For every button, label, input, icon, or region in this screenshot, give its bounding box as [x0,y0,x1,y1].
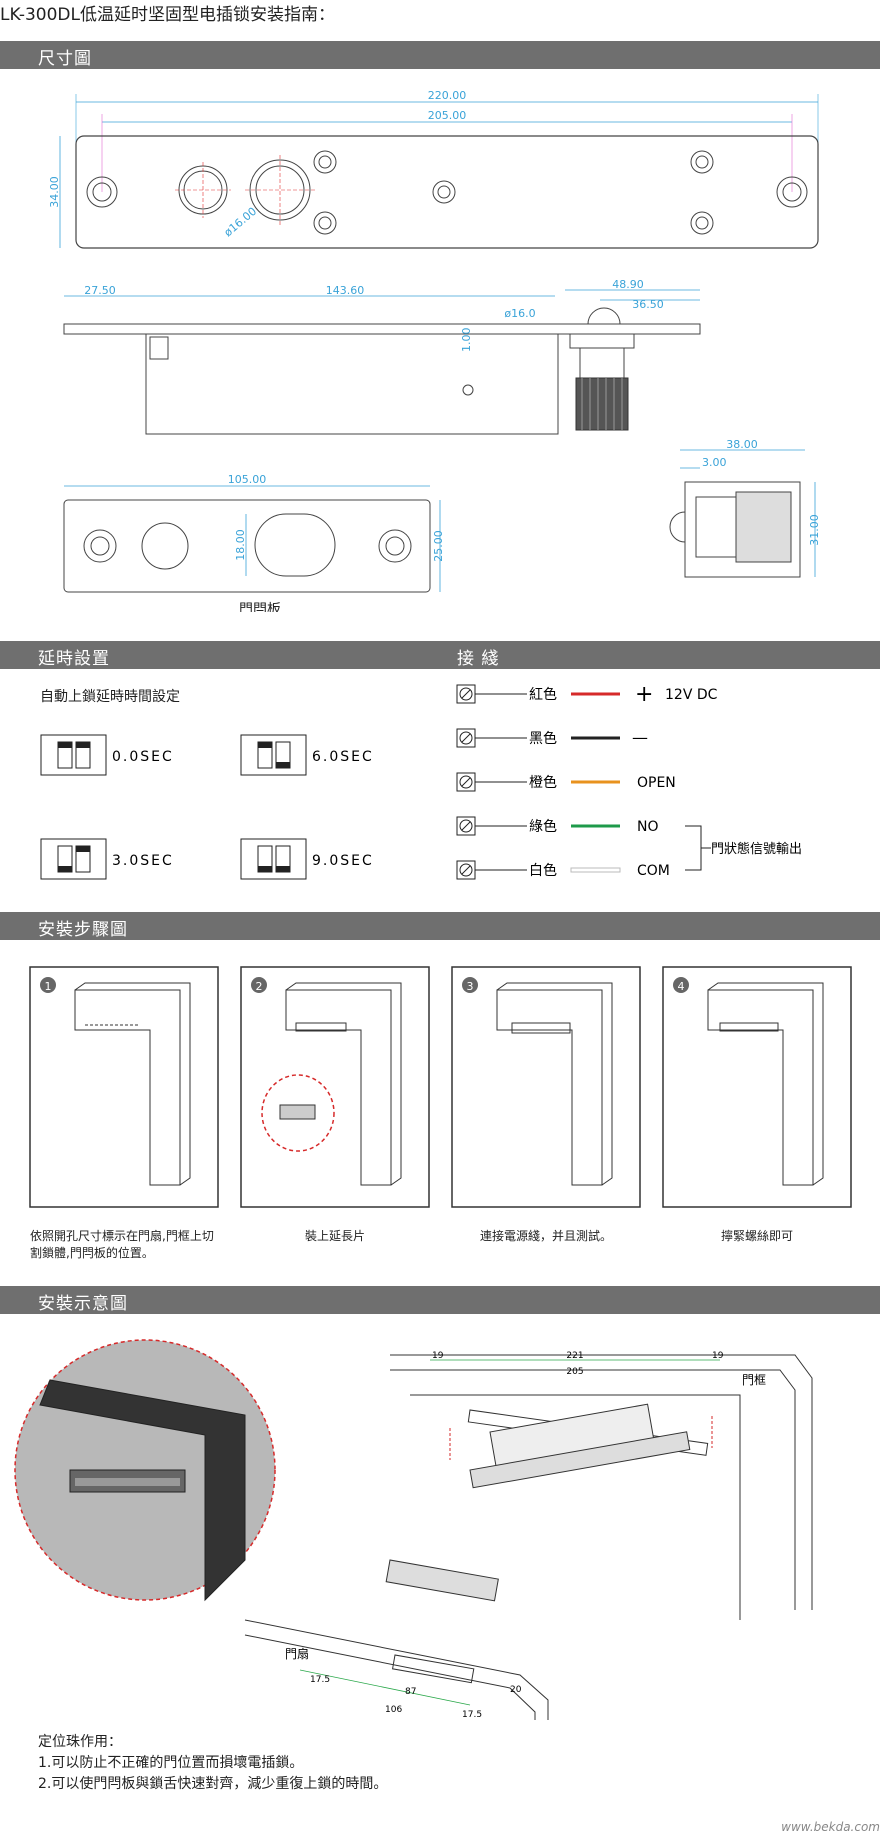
delay-header: 延時設置 [38,649,110,669]
document-title: LK-300DL低温延时坚固型电插锁安装指南： [0,5,335,25]
svg-text:4: 4 [678,980,685,993]
dim-thickness: 1.00 [460,328,473,353]
installation-diagram: 19 221 205 19 門框 門扇 17.5 87 106 17.5 20 [14,1339,813,1720]
dim-right-b: 36.50 [632,298,664,311]
step-1-caption: 依照開孔尺寸標示在門扇,門框上切割鎖體,門閂板的位置。 [30,1229,214,1260]
svg-text:17.5: 17.5 [310,1675,330,1685]
svg-text:COM: COM [637,863,670,879]
detail-magnifier [14,1339,276,1602]
dim-end-height: 31.00 [808,514,821,546]
svg-text:20: 20 [510,1685,522,1695]
svg-text:17.5: 17.5 [462,1710,482,1720]
strike-plate-drawing: 105.00 18.00 25.00 門閂板 [63,473,445,612]
dim-end-width: 38.00 [726,438,758,451]
side-view-drawing: 27.50 143.60 48.90 36.50 ø16.0 1.00 [63,278,701,435]
dim-right-a: 48.90 [612,278,644,291]
strike-plate-label: 門閂板 [239,602,281,612]
top-view-drawing: 220.00 205.00 34.00 ø16.00 [48,89,819,249]
svg-text:0.0SEC: 0.0SEC [112,749,174,765]
dim-left-offset: 27.50 [84,284,116,297]
wire-green: 綠色 NO [456,816,659,836]
svg-text:NO: NO [637,819,659,835]
wiring-header: 接 綫 [457,649,500,669]
step-2-caption: 裝上延長片 [304,1229,365,1243]
installation-steps: 1 2 3 4 [29,966,852,1208]
wire-black: 黑色 — [456,728,648,748]
dimension-drawings: 220.00 205.00 34.00 ø16.00 27.50 143.60 … [48,89,821,612]
dim-slot-height: 18.00 [234,529,247,561]
dip-option-0: 0.0SEC [40,734,300,780]
dim-hole-spacing: 205.00 [428,109,467,122]
section-header-steps: 安裝步驟圖 [0,912,880,940]
svg-text:1: 1 [45,980,52,993]
section-header-delay-wiring: 延時設置 接 綫 [0,641,880,669]
delay-subtitle: 自動上鎖延時時間設定 [40,689,180,705]
wiring-diagram: 紅色 + 12V DC 黑色 — 橙色 OPEN 綠色 NO 白色 COM 門狀… [456,684,802,880]
dim-plate-height: 25.00 [432,530,445,562]
wire-white: 白色 COM [456,860,670,880]
svg-text:OPEN: OPEN [637,775,676,791]
step-4-caption: 擰緊螺絲即可 [720,1229,793,1243]
dim-hole-diameter: ø16.00 [222,205,260,240]
notes-line-2: 2.可以使門閂板與鎖舌快速對齊，減少重復上鎖的時間。 [38,1776,388,1792]
step-2-panel: 2 [240,966,430,1208]
notes-line-1: 1.可以防止不正確的門位置而損壞電插鎖。 [38,1755,304,1771]
svg-text:+: + [635,684,653,707]
svg-text:19: 19 [432,1351,444,1361]
wire-orange: 橙色 OPEN [456,772,676,792]
dim-plate-length: 105.00 [228,473,267,486]
svg-text:—: — [632,728,648,747]
svg-text:205: 205 [566,1367,583,1377]
svg-text:白色: 白色 [529,862,557,879]
svg-text:3.0SEC: 3.0SEC [112,853,174,869]
notes-block: 定位珠作用： 1.可以防止不正確的門位置而損壞電插鎖。 2.可以使門閂板與鎖舌快… [38,1732,387,1795]
svg-text:9.0SEC: 9.0SEC [312,853,374,869]
svg-text:19: 19 [712,1351,724,1361]
svg-text:2: 2 [256,980,263,993]
svg-text:橙色: 橙色 [529,774,557,791]
dim-overall-length: 220.00 [428,89,467,102]
dip-option-1: 6.0SEC [240,734,500,780]
frame-illustration: 19 221 205 19 門框 [390,1351,813,1620]
dip-option-3: 9.0SEC [240,838,500,884]
svg-text:綠色: 綠色 [529,818,557,835]
dim-height: 34.00 [48,176,61,208]
wire-red: 紅色 + 12V DC [456,684,718,707]
dim-bolt-diameter: ø16.0 [504,307,535,320]
svg-text:87: 87 [405,1687,416,1697]
dim-body-length: 143.60 [326,284,365,297]
svg-text:12V DC: 12V DC [665,687,718,703]
svg-text:3: 3 [467,980,474,993]
step-3-panel: 3 [451,966,641,1208]
section-header-diagram: 安裝示意圖 [0,1286,880,1314]
section-header-dimensions: 尺寸圖 [0,41,880,69]
svg-text:106: 106 [385,1705,402,1715]
svg-text:紅色: 紅色 [529,686,557,703]
dip-option-2: 3.0SEC [40,838,300,884]
frame-label: 門框 [742,1373,766,1387]
svg-text:221: 221 [566,1351,583,1361]
svg-text:6.0SEC: 6.0SEC [312,749,374,765]
svg-text:黑色: 黑色 [529,730,557,747]
leaf-illustration: 門扇 17.5 87 106 17.5 20 [244,1559,549,1720]
status-output-label: 門狀態信號輸出 [711,841,802,857]
step-3-caption: 連接電源綫，并且測試。 [479,1229,612,1243]
watermark: www.bekda.com [781,1820,880,1834]
step-1-panel: 1 [29,966,219,1208]
dim-end-offset: 3.00 [702,456,727,469]
leaf-label: 門扇 [285,1646,309,1661]
step-4-panel: 4 [662,966,852,1208]
notes-heading: 定位珠作用： [38,1734,122,1750]
end-view-drawing: 38.00 3.00 31.00 [669,438,821,578]
